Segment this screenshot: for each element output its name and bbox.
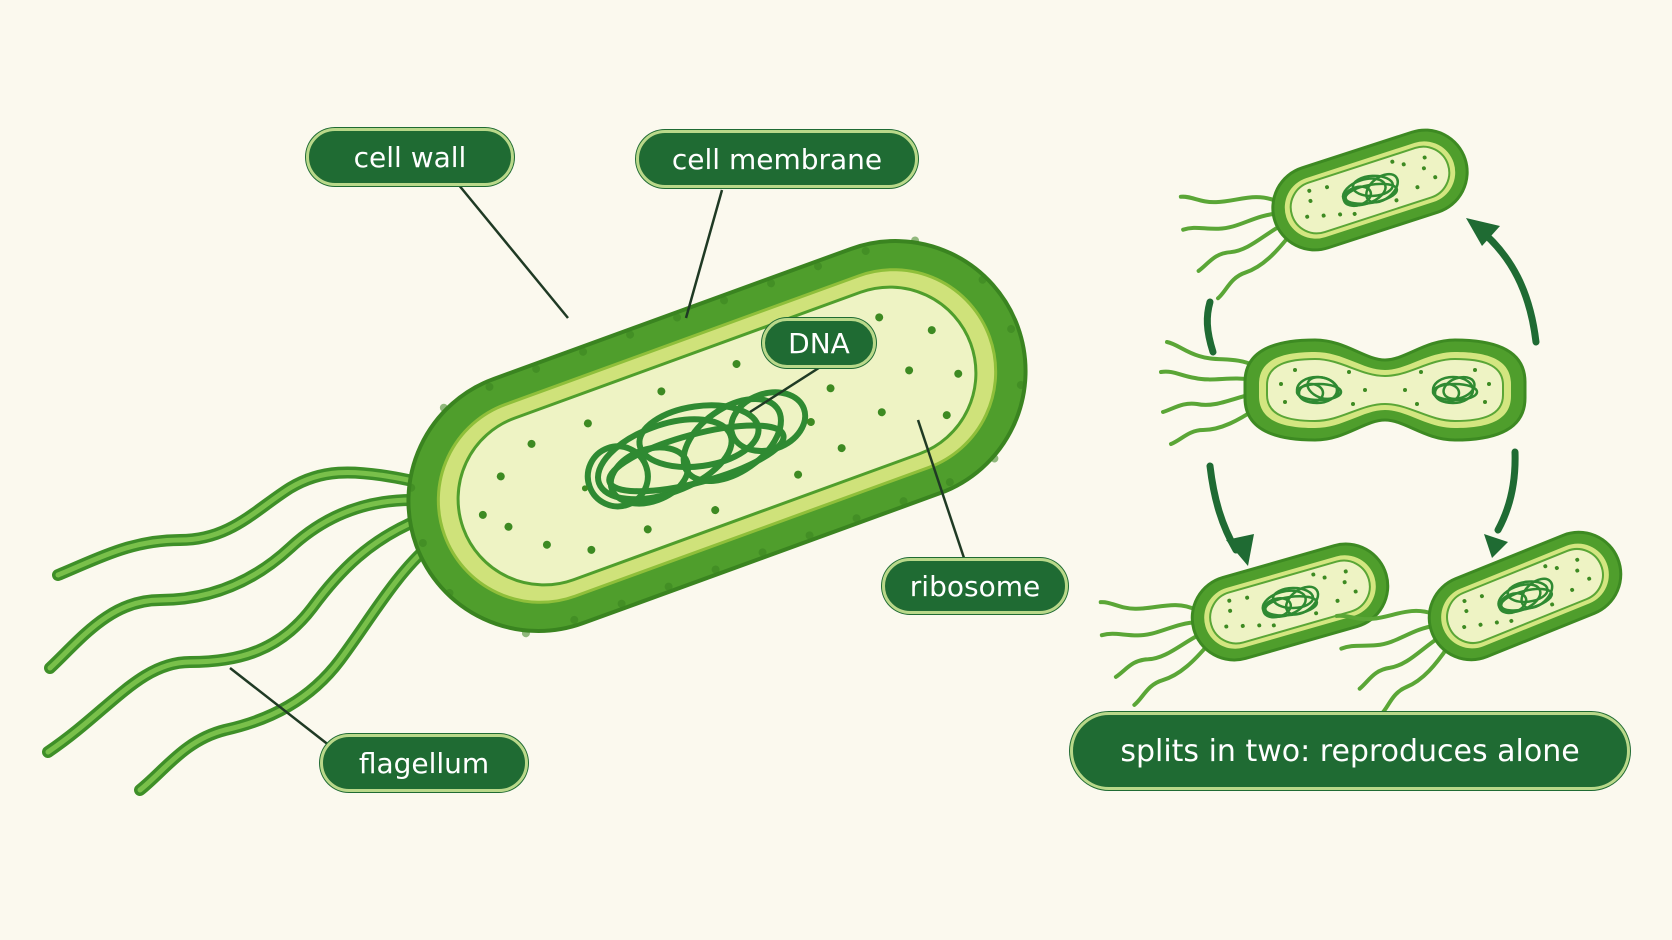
label-cell-wall: cell wall [306,128,514,186]
arrow-heads [1226,218,1508,566]
label-cell-membrane: cell membrane [636,130,918,188]
flagella-group [42,466,436,796]
label-flagellum: flagellum [320,734,528,792]
caption-splits-in-two: splits in two: reproduces alone [1070,712,1630,790]
leader-lines [229,183,974,747]
cycle-cell-dividing [1159,338,1527,446]
label-ribosome: ribosome [882,558,1068,614]
division-cycle [1091,107,1641,722]
cycle-cell-top [1171,107,1485,304]
dna-strand [584,389,809,510]
label-dna: DNA [762,318,876,368]
